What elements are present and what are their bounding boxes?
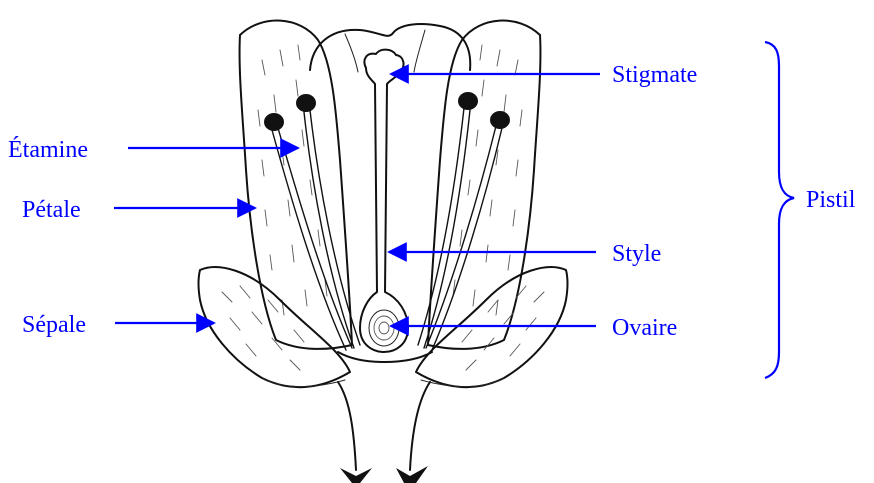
pistil-shape <box>360 50 408 352</box>
stem <box>338 382 430 483</box>
pistil-brace <box>765 42 794 378</box>
right-sepal <box>416 267 568 387</box>
labels: Étamine Pétale Sépale Stigmate Style Ova… <box>8 62 856 341</box>
label-arrows <box>114 74 600 326</box>
left-petal <box>240 21 352 349</box>
label-pistil: Pistil <box>806 187 856 213</box>
label-petale: Pétale <box>22 197 81 223</box>
label-ovaire: Ovaire <box>612 315 677 341</box>
label-etamine: Étamine <box>8 137 88 163</box>
label-style: Style <box>612 241 661 267</box>
back-petal <box>310 24 470 70</box>
label-sepale: Sépale <box>22 312 86 338</box>
left-stamens <box>264 94 360 350</box>
label-stigmate: Stigmate <box>612 62 697 88</box>
